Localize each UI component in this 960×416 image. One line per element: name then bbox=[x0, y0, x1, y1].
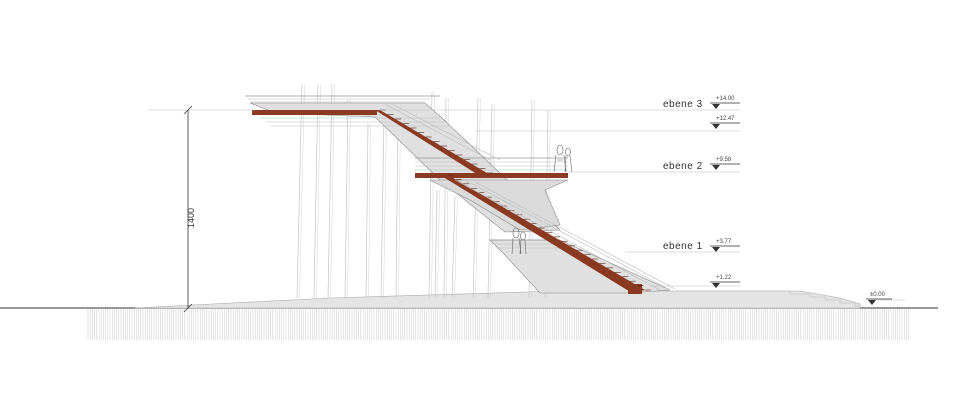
elevation-marker-intermediate-lower: +1.22 bbox=[710, 275, 740, 288]
elevation-marker-ground: ±0.00 bbox=[866, 292, 892, 305]
elevation-marker-ebene-3: +14.00 bbox=[710, 96, 740, 109]
flight-hatching bbox=[384, 103, 676, 291]
stair-base-block bbox=[628, 284, 642, 294]
concrete-masses bbox=[249, 102, 671, 294]
elevation-marker-ebene-1: +3.77 bbox=[710, 239, 740, 252]
elevation-intermediate-lower: +1.22 bbox=[716, 275, 732, 281]
stair-flights bbox=[375, 109, 651, 294]
soil-hatch bbox=[87, 309, 909, 340]
terrain-mound bbox=[134, 290, 861, 309]
elevation-ground: ±0.00 bbox=[870, 292, 886, 298]
person-figure-lower bbox=[511, 227, 527, 255]
stair-flight-lower bbox=[440, 175, 645, 293]
level-label-ebene-3: ebene 3 bbox=[663, 99, 703, 110]
level-label-ebene-1: ebene 1 bbox=[663, 241, 703, 252]
person-figure-upper bbox=[553, 144, 573, 173]
height-dimension: 1400 bbox=[148, 105, 255, 313]
height-dimension-label: 1400 bbox=[186, 208, 196, 228]
platform-ebene-3 bbox=[245, 95, 450, 127]
stair-flight-upper bbox=[375, 110, 487, 176]
elevation-marker-intermediate-upper: +12.47 bbox=[710, 116, 740, 129]
platform-ebene-2 bbox=[415, 157, 568, 178]
terrain-steps bbox=[640, 290, 860, 307]
level-label-ebene-2: ebene 2 bbox=[663, 161, 703, 172]
elevation-ebene-2: +9.58 bbox=[716, 157, 732, 163]
level-leaders bbox=[378, 109, 905, 301]
elevation-ebene-3: +14.00 bbox=[716, 96, 735, 102]
elevation-intermediate-upper: +12.47 bbox=[716, 116, 735, 122]
elevation-marker-ebene-2: +9.58 bbox=[710, 157, 740, 170]
elevation-ebene-1: +3.77 bbox=[716, 239, 732, 245]
